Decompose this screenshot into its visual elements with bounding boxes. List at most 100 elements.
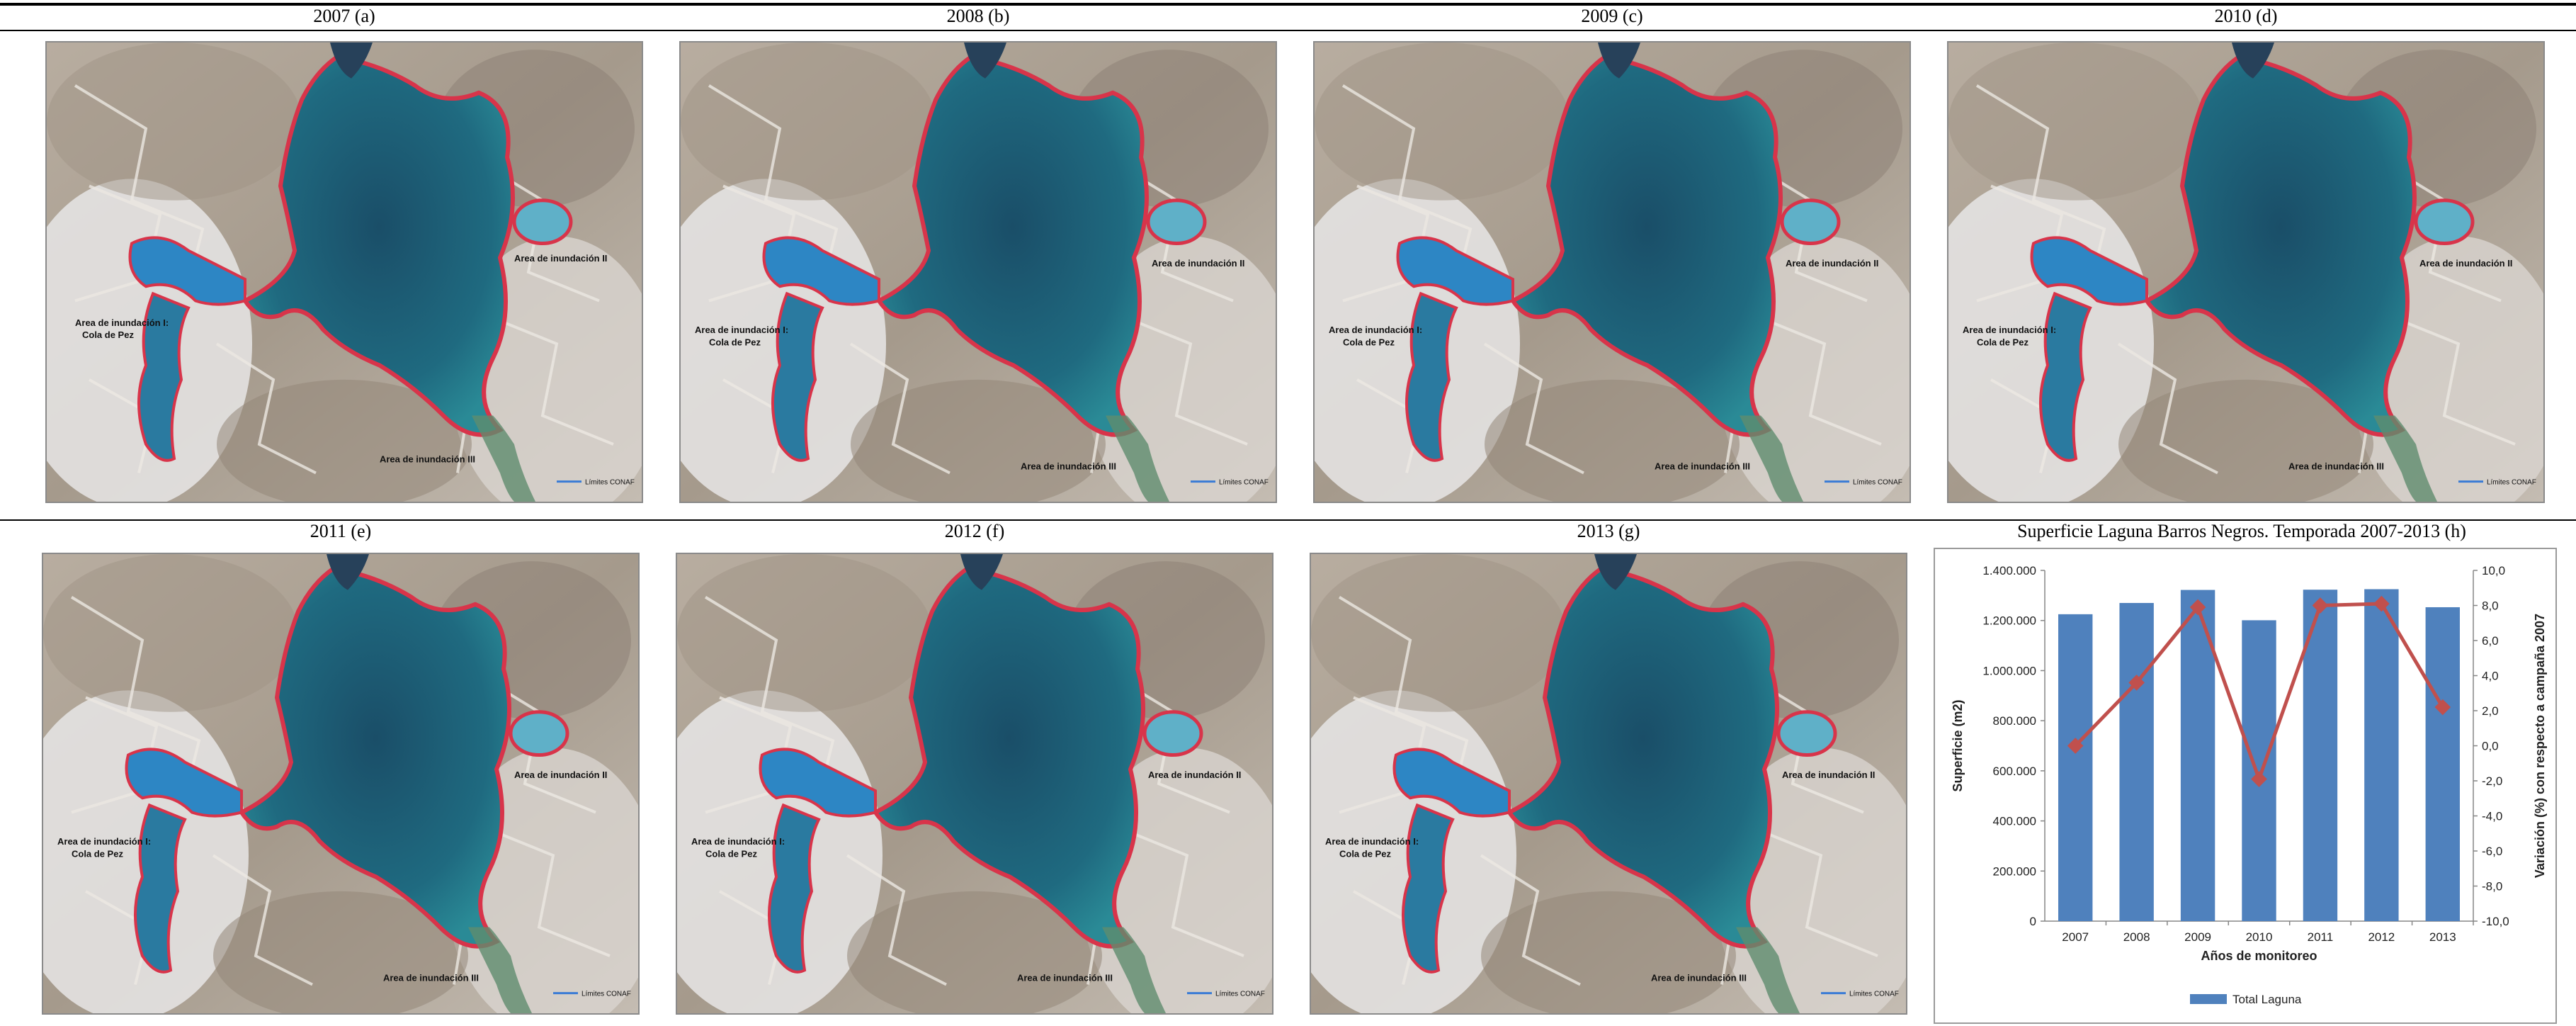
x-tick-label: 2008: [2123, 930, 2150, 944]
map-legend: Límites CONAF: [1849, 991, 1899, 998]
panel-title: 2011 (e): [310, 521, 372, 541]
y2-tick-label: 8,0: [2482, 599, 2499, 613]
middle-rule: [0, 519, 2576, 521]
panel-title: 2009 (c): [1581, 6, 1643, 26]
panel-2013: 2013 (g) Area de inundación I: Cola de P…: [1307, 521, 1910, 1025]
y-tick-label: 600.000: [1993, 765, 2036, 778]
panel-2012: 2012 (f) Area de inundación I: Cola de P…: [673, 521, 1276, 1025]
panel-chart: Superficie Laguna Barros Negros. Tempora…: [1916, 521, 2568, 1025]
satellite-image: Area de inundación I: Cola de Pez Area d…: [1310, 553, 1907, 1015]
y2-axis-label: Variación (%) con respecto a campaña 200…: [2533, 614, 2547, 878]
map-label-area1b: Cola de Pez: [709, 337, 761, 347]
map-label-area1b: Cola de Pez: [72, 848, 123, 859]
satellite-image: Area de inundación I: Cola de Pez Area d…: [45, 41, 643, 503]
map-label-area1: Area de inundación I:: [57, 836, 151, 847]
legend-swatch: [2190, 994, 2227, 1004]
panel-2011: 2011 (e) Area de inundación I: Cola de P…: [39, 521, 642, 1025]
x-tick-label: 2009: [2184, 930, 2211, 944]
map-label-area3: Area de inundación III: [1655, 461, 1750, 471]
chart-title: Superficie Laguna Barros Negros. Tempora…: [2017, 521, 2466, 541]
map-label-area3: Area de inundación III: [1651, 972, 1747, 983]
map-label-area3: Area de inundación III: [1021, 461, 1116, 471]
panel-2010: 2010 (d) Area de inundación I: Cola de P…: [1944, 6, 2548, 510]
y2-tick-label: 10,0: [2482, 564, 2505, 577]
map-label-area1b: Cola de Pez: [705, 848, 757, 859]
map-label-area3: Area de inundación III: [2288, 461, 2384, 471]
y-tick-label: 1.400.000: [1982, 564, 2036, 577]
panel-title: 2013 (g): [1577, 521, 1640, 541]
y2-tick-label: 2,0: [2482, 704, 2499, 718]
panel-2008: 2008 (b) Area de inundación I: Cola de P…: [676, 6, 1280, 510]
panel-2009: 2009 (c) Area de inundación I: Cola de P…: [1310, 6, 1914, 510]
map-label-area2: Area de inundación II: [514, 770, 607, 780]
y-tick-label: 400.000: [1993, 815, 2036, 828]
panel-title: 2008 (b): [946, 6, 1010, 26]
satellite-image: Area de inundación I: Cola de Pez Area d…: [1313, 41, 1911, 503]
y2-tick-label: 6,0: [2482, 634, 2499, 648]
satellite-image: Area de inundación I: Cola de Pez Area d…: [679, 41, 1277, 503]
map-legend: Límites CONAF: [1853, 479, 1902, 487]
map-label-area1b: Cola de Pez: [1339, 848, 1391, 859]
map-label-area3: Area de inundación III: [1017, 972, 1113, 983]
satellite-image: Area de inundación I: Cola de Pez Area d…: [42, 553, 640, 1015]
top-rule-thin: [0, 30, 2576, 31]
y-tick-label: 1.200.000: [1982, 614, 2036, 628]
bar-2010: [2242, 620, 2276, 921]
map-label-area1: Area de inundación I:: [1963, 325, 2056, 335]
panel-title: 2010 (d): [2214, 6, 2278, 26]
panel-title: 2012 (f): [944, 521, 1005, 541]
map-label-area1: Area de inundación I:: [1329, 325, 1422, 335]
x-tick-label: 2011: [2308, 930, 2334, 944]
bar-2011: [2303, 590, 2338, 921]
y-tick-label: 1.000.000: [1982, 664, 2036, 677]
map-label-area2: Area de inundación II: [1152, 258, 1244, 269]
map-label-area1: Area de inundación I:: [1325, 836, 1419, 847]
x-tick-label: 2012: [2368, 930, 2395, 944]
y2-tick-label: -6,0: [2482, 845, 2502, 858]
bar-2008: [2119, 602, 2154, 921]
x-tick-label: 2010: [2246, 930, 2273, 944]
bar-2013: [2425, 607, 2460, 921]
satellite-image: Area de inundación I: Cola de Pez Area d…: [676, 553, 1273, 1015]
bar-2012: [2364, 589, 2399, 921]
top-rule-thick: [0, 3, 2576, 6]
map-label-area1b: Cola de Pez: [1343, 337, 1395, 347]
map-label-area1: Area de inundación I:: [75, 317, 169, 328]
legend-label: Total Laguna: [2232, 993, 2302, 1006]
y2-tick-label: -10,0: [2482, 915, 2509, 928]
map-label-area1b: Cola de Pez: [82, 329, 134, 340]
map-label-area1: Area de inundación I:: [691, 836, 785, 847]
panel-title: 2007 (a): [313, 6, 375, 26]
y2-tick-label: -8,0: [2482, 880, 2502, 893]
y2-tick-label: -2,0: [2482, 774, 2502, 788]
map-label-area2: Area de inundación II: [1786, 258, 1878, 269]
map-legend: Límites CONAF: [2487, 479, 2536, 487]
map-label-area1: Area de inundación I:: [695, 325, 788, 335]
map-label-area2: Area de inundación II: [1148, 770, 1241, 780]
map-legend: Límites CONAF: [585, 479, 635, 487]
map-legend: Límites CONAF: [1219, 479, 1269, 487]
bar-2009: [2180, 590, 2215, 921]
map-label-area2: Area de inundación II: [514, 253, 607, 264]
y2-tick-label: -4,0: [2482, 810, 2502, 823]
x-axis-label: Años de monitoreo: [2201, 949, 2317, 963]
variation-point-2010: [2251, 771, 2267, 787]
map-legend: Límites CONAF: [1215, 991, 1265, 998]
map-label-area3: Area de inundación III: [383, 972, 479, 983]
x-tick-label: 2013: [2429, 930, 2456, 944]
map-label-area2: Area de inundación II: [2419, 258, 2512, 269]
map-legend: Límites CONAF: [581, 991, 631, 998]
satellite-image: Area de inundación I: Cola de Pez Area d…: [1947, 41, 2545, 503]
y2-tick-label: 4,0: [2482, 670, 2499, 683]
panel-2007: 2007 (a) Area de inundación I: Cola de P…: [42, 6, 646, 510]
combo-chart: 0200.000400.000600.000800.0001.000.0001.…: [1951, 564, 2547, 1006]
y-tick-label: 200.000: [1993, 864, 2036, 878]
y2-tick-label: 0,0: [2482, 740, 2499, 753]
map-label-area2: Area de inundación II: [1782, 770, 1875, 780]
x-tick-label: 2007: [2062, 930, 2089, 944]
y-tick-label: 800.000: [1993, 714, 2036, 728]
bar-2007: [2058, 614, 2093, 921]
map-label-area3: Area de inundación III: [380, 453, 475, 464]
map-label-area1b: Cola de Pez: [1977, 337, 2029, 347]
